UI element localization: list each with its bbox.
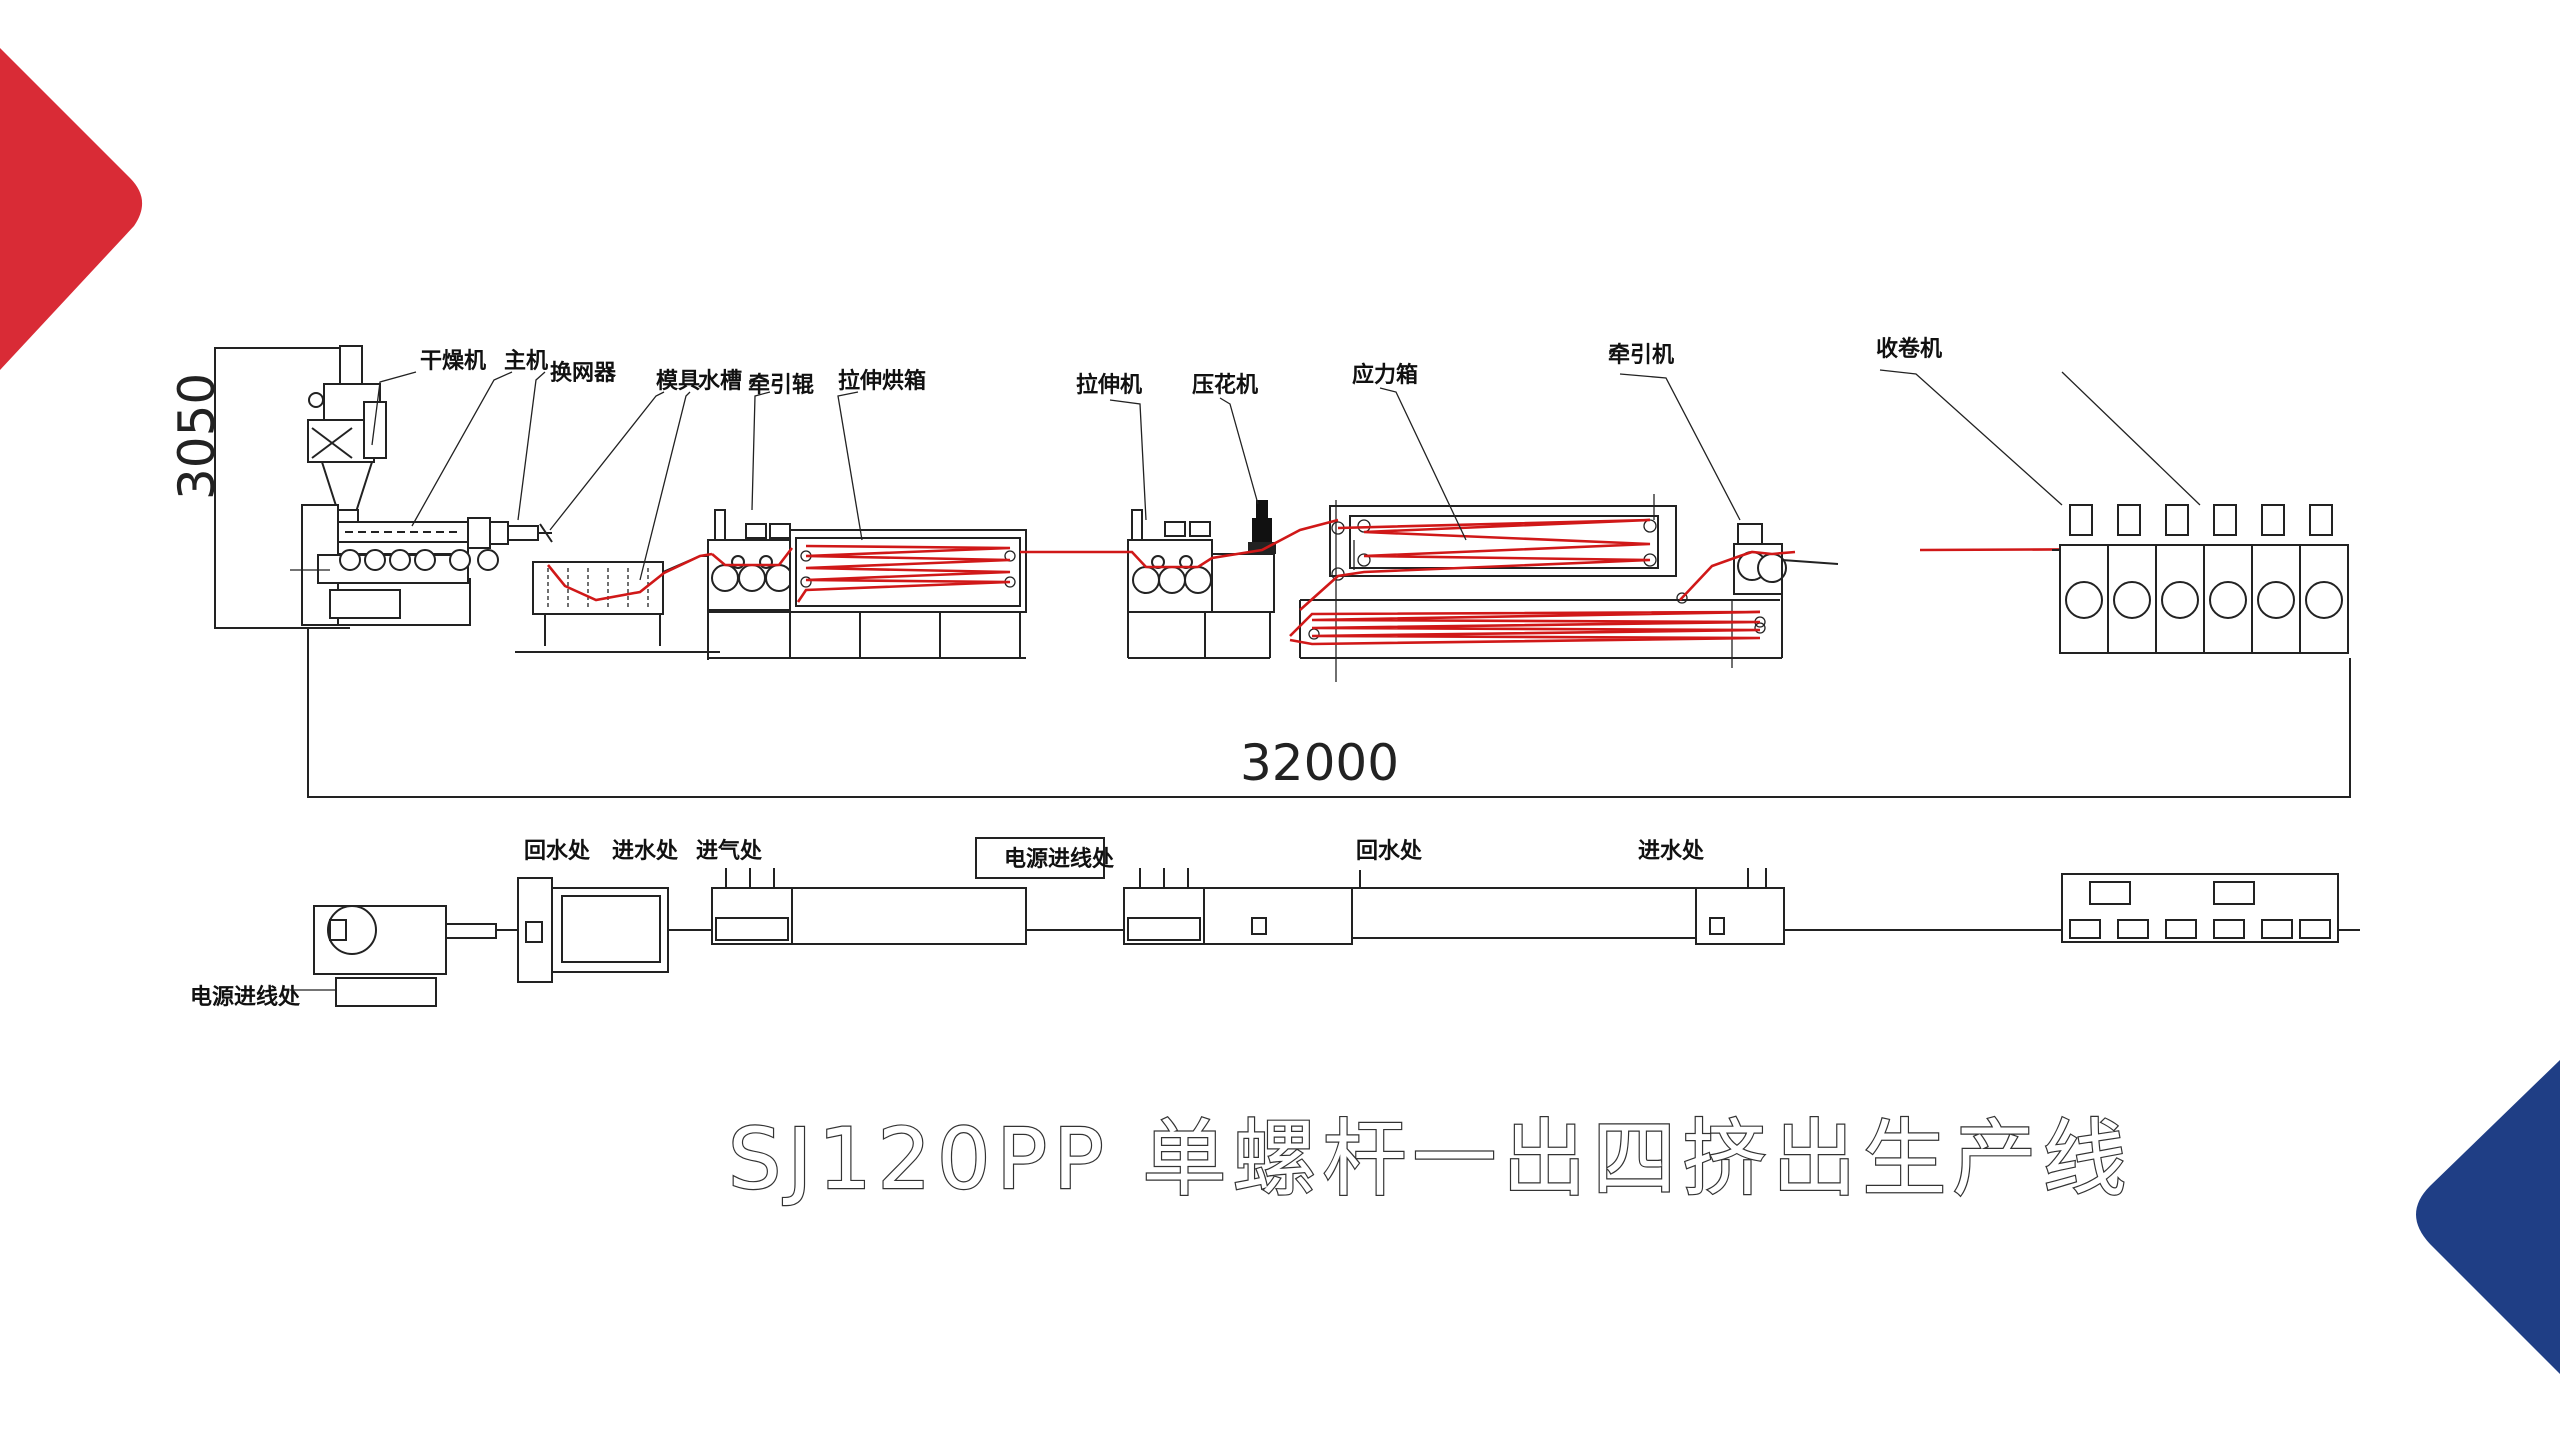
dryer-unit: [307, 345, 387, 533]
label-water-tank: 水槽: [698, 369, 742, 394]
height-dimension: 3050: [168, 373, 226, 500]
red-corner-decoration: [0, 48, 143, 370]
embosser: [1211, 500, 1276, 658]
label-dryer: 干燥机: [420, 349, 486, 374]
label-stress-box: 应力箱: [1352, 362, 1418, 388]
label-die: 模具: [656, 369, 700, 394]
label-embosser: 压花机: [1192, 372, 1258, 398]
label-water-inlet-1: 进水处: [612, 838, 678, 864]
label-water-inlet-2: 进水处: [1638, 838, 1704, 864]
stretcher: [1127, 509, 1270, 659]
winder-bank: [2052, 504, 2349, 654]
blue-corner-decoration: [2416, 1060, 2560, 1374]
label-water-return-1: 回水处: [524, 838, 590, 864]
water-tank: [515, 555, 720, 653]
label-water-return-2: 回水处: [1356, 838, 1422, 864]
label-stretcher: 拉伸机: [1076, 372, 1142, 398]
main-extruder: [290, 504, 553, 626]
stress-box: [1299, 494, 1782, 682]
label-haul-off: 牵引机: [1608, 343, 1674, 368]
label-power-inlet-left: 电源进线处: [190, 984, 300, 1010]
side-view-diagram: 3050: [168, 336, 2351, 798]
haul-roller-1: [707, 509, 793, 660]
label-power-inlet-top: 电源进线处: [1004, 846, 1114, 872]
label-stretch-oven: 拉伸烘箱: [838, 368, 926, 394]
label-winder: 收卷机: [1876, 336, 1942, 362]
label-main-machine: 主机: [504, 349, 548, 374]
diagram-title: SJ120PP 单螺杆一出四挤出生产线: [728, 1110, 2132, 1208]
label-air-inlet: 进气处: [696, 838, 762, 864]
plan-view-diagram: 回水处 进水处 进气处 电源进线处 回水处 进水处 电源进线处: [190, 837, 2360, 1010]
label-screen-changer: 换网器: [550, 360, 617, 386]
length-dimension: 32000: [1240, 734, 1399, 792]
material-path: [546, 518, 2151, 646]
label-haul-roller: 牵引辊: [748, 372, 814, 398]
leader-lines: [371, 369, 2201, 581]
